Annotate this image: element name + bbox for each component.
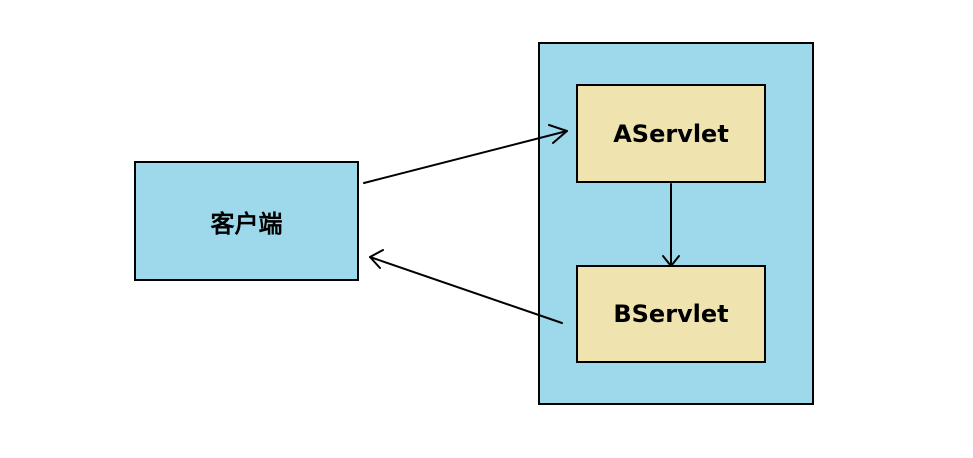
client-label: 客户端 <box>210 209 283 238</box>
arrow-bservlet-to-client <box>369 249 563 324</box>
aservlet-box: AServlet <box>576 84 766 183</box>
aservlet-label: AServlet <box>613 119 729 148</box>
bservlet-box: BServlet <box>576 265 766 363</box>
client-box: 客户端 <box>134 161 359 281</box>
arrow-client-to-aservlet <box>363 124 568 184</box>
bservlet-label: BServlet <box>613 300 729 328</box>
